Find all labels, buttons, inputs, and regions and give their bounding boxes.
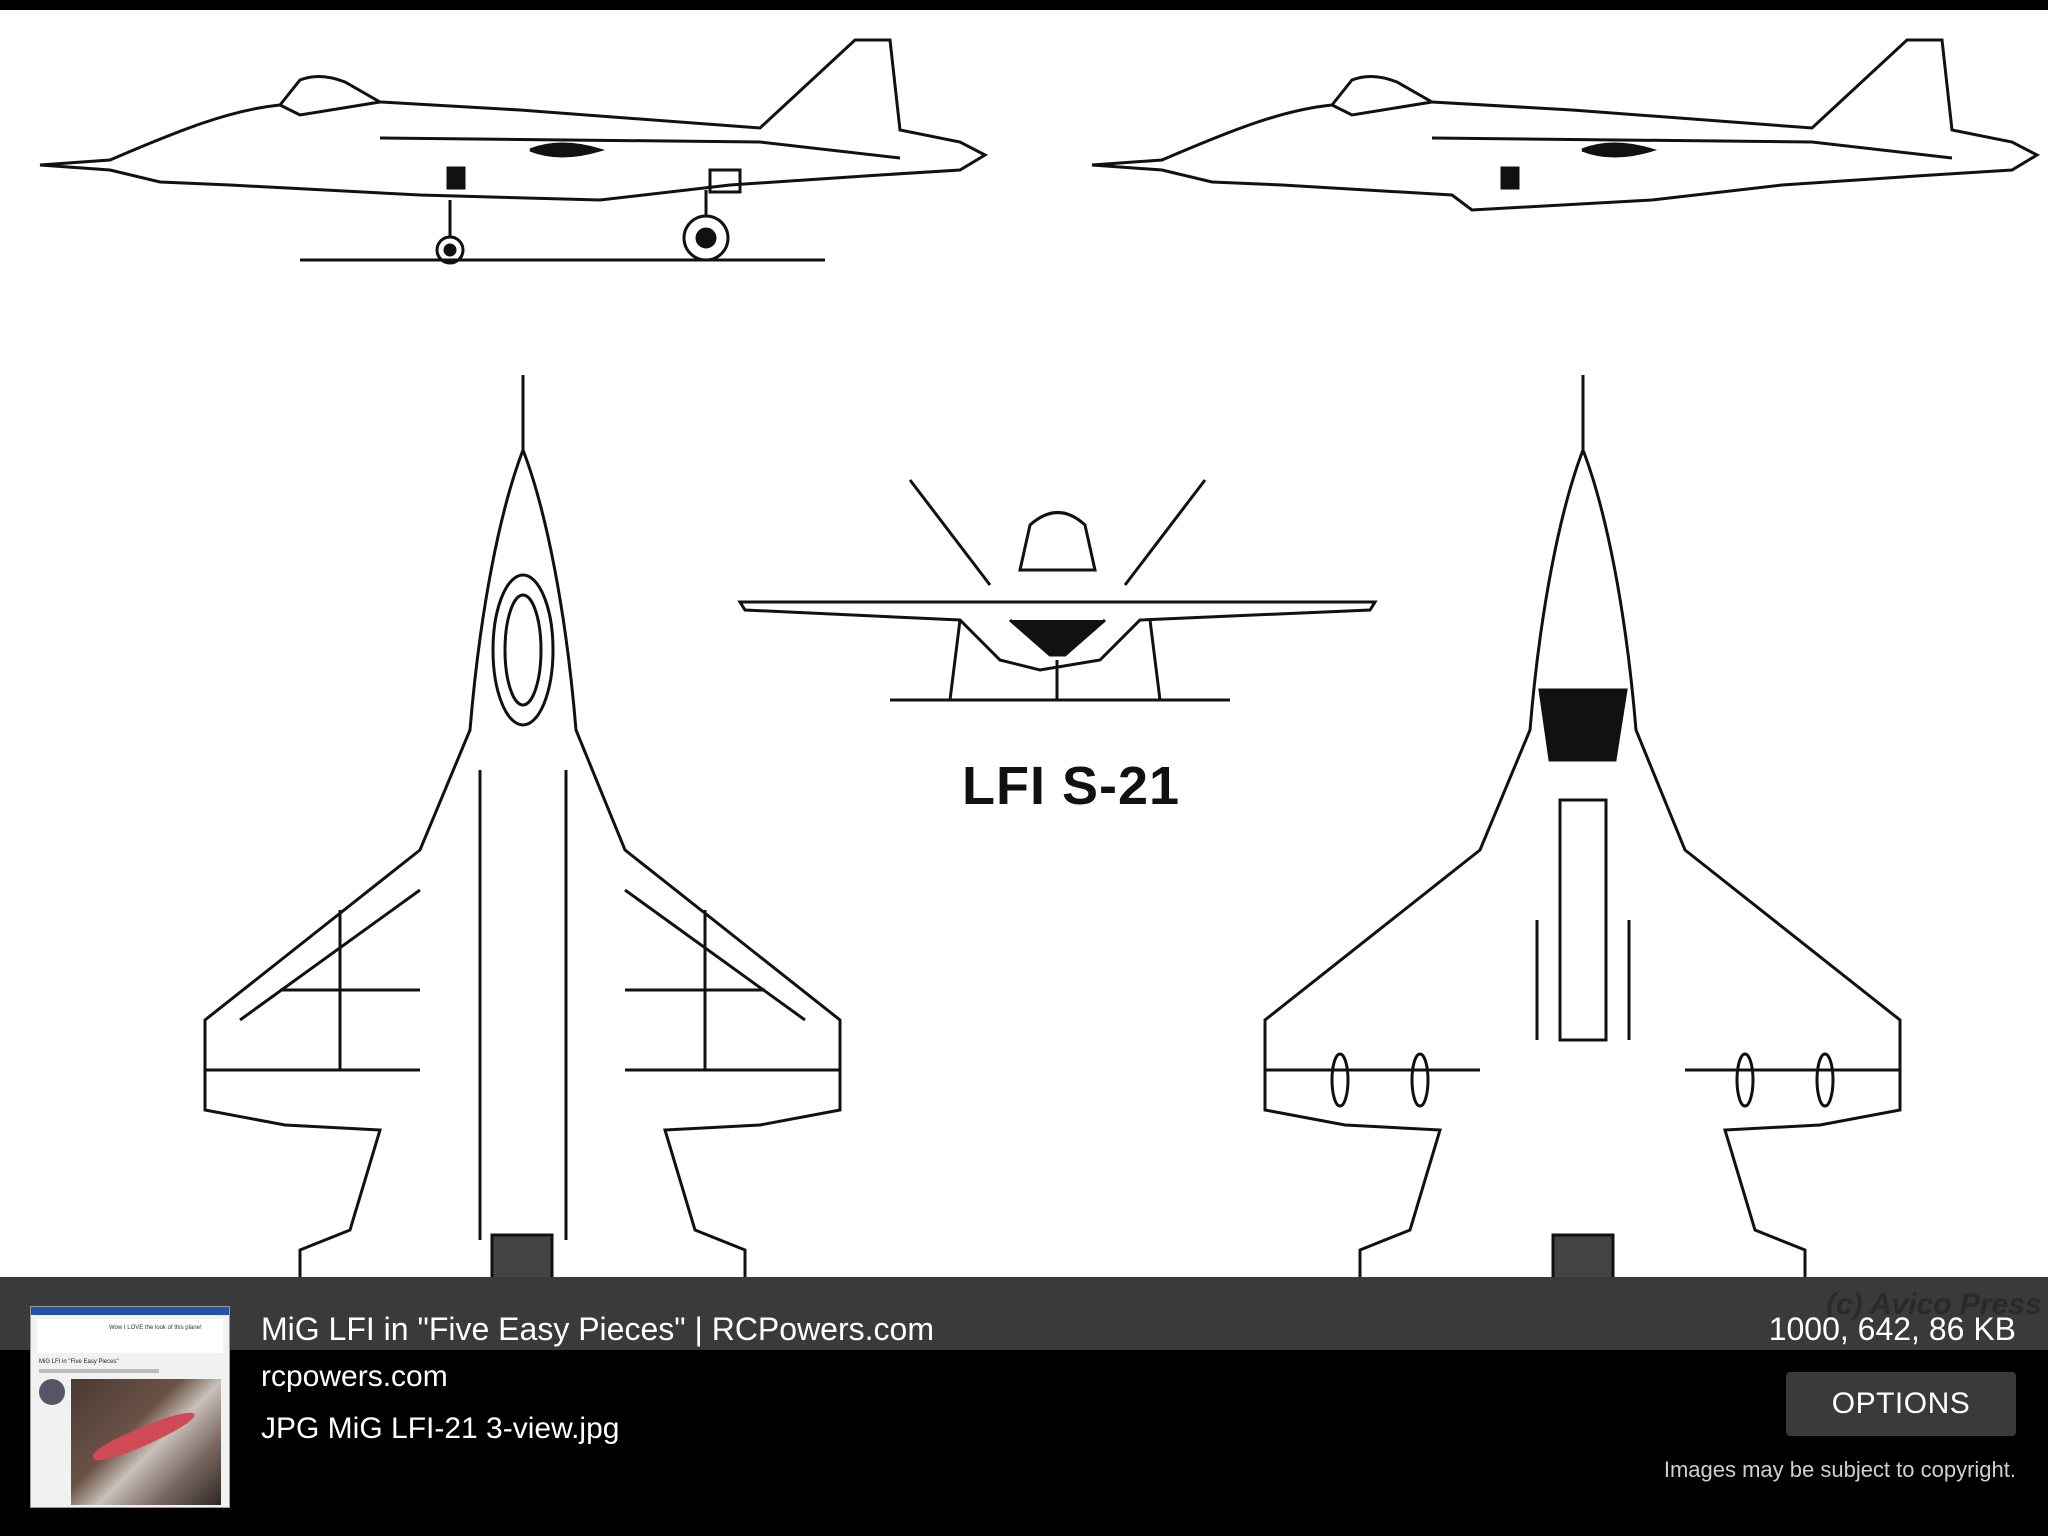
result-info-panel [0,1350,2048,1536]
thumbnail-hero: Wow I LOVE the look of this plane! [37,1319,223,1353]
result-file-info: JPG MiG LFI-21 3-view.jpg [261,1412,620,1445]
thumbnail-headline: Wow I LOVE the look of this plane! [109,1325,202,1331]
copyright-notice: Images may be subject to copyright. [1663,1457,2016,1482]
source-page-thumbnail[interactable]: Wow I LOVE the look of this plane! MiG L… [30,1306,230,1508]
result-dimensions: 1000, 642, 86 KB [1768,1311,2016,1347]
front-view [737,479,1378,702]
thumbnail-page-title: MiG LFI in "Five Easy Pieces" [39,1359,119,1365]
side-view-gear-down [39,38,989,265]
blueprint-label: LFI S-21 [962,756,1181,816]
options-button[interactable]: OPTIONS [1786,1372,2016,1436]
copyright-watermark: (c) Avico Press [1826,1288,2042,1321]
bottom-view [1263,375,1902,1277]
thumbnail-header-bar [31,1307,229,1315]
thumbnail-text-line [39,1369,159,1373]
aircraft-blueprint [39,38,2041,1277]
result-domain[interactable]: rcpowers.com [261,1360,448,1393]
thumbnail-avatar [39,1379,65,1405]
top-view [203,375,842,1277]
result-title-link[interactable]: MiG LFI in "Five Easy Pieces" | RCPowers… [261,1311,934,1347]
side-view-clean [1091,38,2041,212]
image-viewer[interactable]: LFI S-21 [0,10,2048,1277]
result-info-strip [0,1277,2048,1350]
